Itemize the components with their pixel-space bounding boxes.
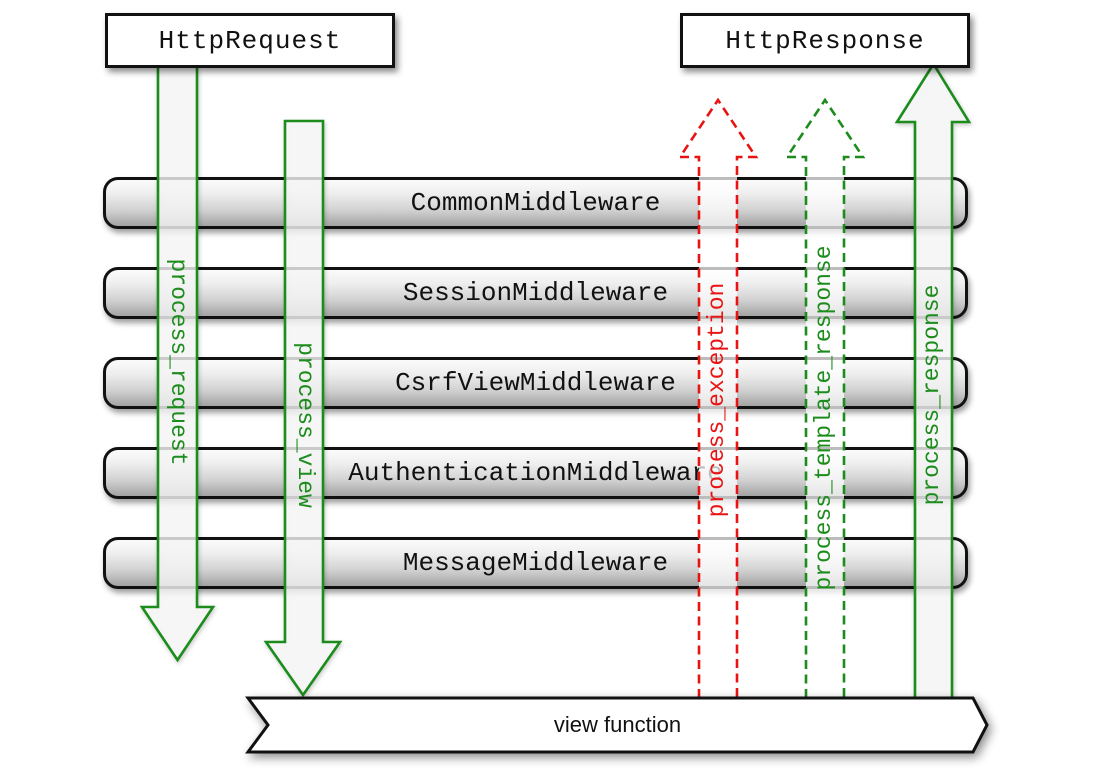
middleware-label: AuthenticationMiddleware bbox=[348, 458, 723, 488]
http-response-label: HttpResponse bbox=[725, 25, 925, 56]
middleware-label: MessageMiddleware bbox=[402, 548, 669, 578]
middleware-label: SessionMiddleware bbox=[402, 278, 669, 308]
process-exception-label: process_exception bbox=[704, 282, 730, 518]
middleware-label: CommonMiddleware bbox=[410, 188, 661, 218]
http-request-box: HttpRequest bbox=[105, 13, 395, 68]
http-response-box: HttpResponse bbox=[680, 13, 970, 68]
process-view-label: process_view bbox=[292, 342, 318, 508]
process-template-response-arrow bbox=[784, 97, 866, 698]
process-template-response-label: process_template_response bbox=[811, 245, 837, 591]
process-request-label: process_request bbox=[165, 258, 191, 466]
process-exception-arrow bbox=[677, 97, 759, 698]
http-request-label: HttpRequest bbox=[158, 25, 342, 56]
middleware-label: CsrfViewMiddleware bbox=[395, 368, 676, 398]
view-function-label: view function bbox=[553, 712, 682, 737]
process-response-label: process_response bbox=[919, 284, 945, 506]
view-function-banner-shape bbox=[245, 696, 989, 754]
view-function-banner: view function bbox=[248, 698, 987, 752]
process-view-arrow bbox=[263, 119, 343, 698]
process-request-arrow bbox=[139, 68, 216, 663]
